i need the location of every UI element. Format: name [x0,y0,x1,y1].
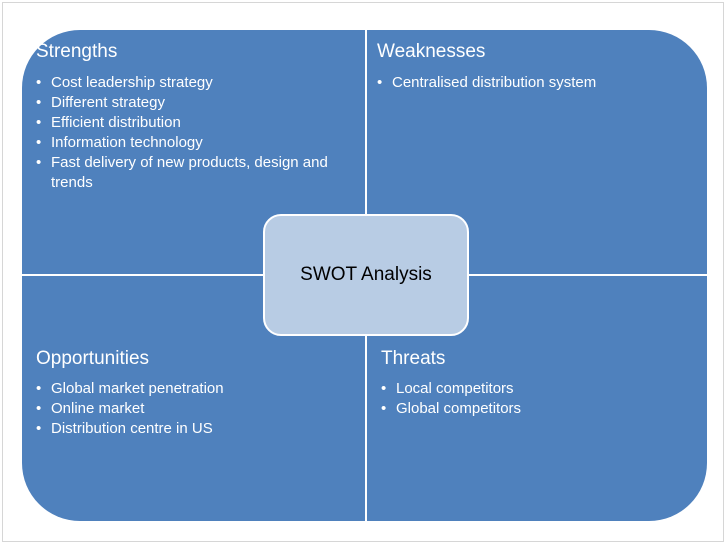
strengths-title: Strengths [36,41,118,62]
strengths-list: Cost leadership strategy Different strat… [36,73,346,193]
swot-center-label: SWOT Analysis [300,264,432,285]
list-item: Centralised distribution system [377,73,677,93]
list-item: Online market [36,399,346,419]
threats-title: Threats [381,348,446,369]
list-item: Information technology [36,133,346,153]
opportunities-list: Global market penetration Online market … [36,379,346,439]
list-item: Local competitors [381,379,681,399]
list-item: Fast delivery of new products, design an… [36,153,346,193]
weaknesses-title: Weaknesses [377,41,486,62]
weaknesses-list: Centralised distribution system [377,73,677,93]
list-item: Global competitors [381,399,681,419]
opportunities-title: Opportunities [36,348,150,369]
threats-list: Local competitors Global competitors [381,379,681,419]
list-item: Efficient distribution [36,113,346,133]
list-item: Global market penetration [36,379,346,399]
list-item: Cost leadership strategy [36,73,346,93]
strengths-quadrant: Strengths Cost leadership strategy Diffe… [22,30,366,275]
list-item: Different strategy [36,93,346,113]
swot-center-box: SWOT Analysis [263,214,469,336]
list-item: Distribution centre in US [36,419,346,439]
